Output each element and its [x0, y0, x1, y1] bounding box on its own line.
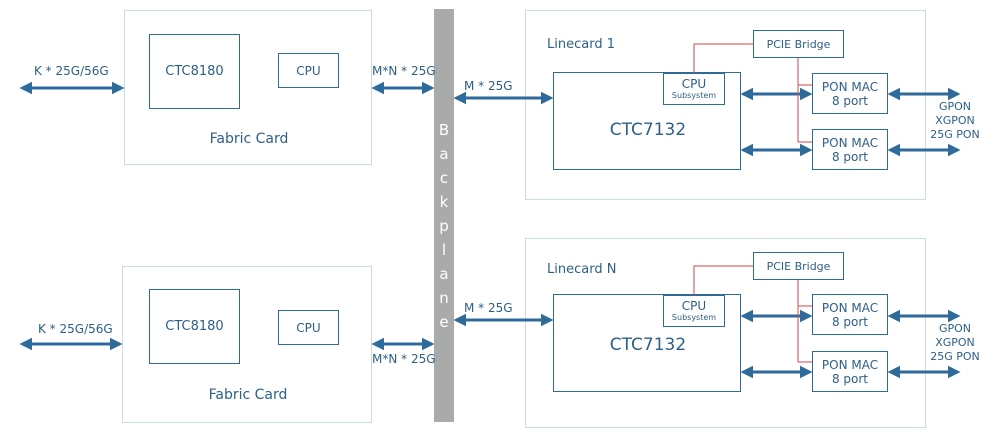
fabric-cpu: CPU — [278, 53, 339, 88]
pon-mac-ports: 8 port — [831, 314, 869, 329]
pon-types: GPON XGPON 25G PON — [924, 100, 986, 142]
backplane-label-char: e — [439, 313, 449, 331]
pon-type: GPON — [938, 322, 972, 335]
pon-type: XGPON — [935, 336, 975, 349]
cpu-subsystem: CPU Subsystem — [663, 295, 725, 327]
fabric-card-1: CTC8180 CPU Fabric Card — [124, 10, 372, 165]
fabric-cpu-label: CPU — [296, 63, 321, 78]
pcie-bridge-label: PCIE Bridge — [766, 259, 831, 273]
pon-mac: PON MAC 8 port — [812, 351, 888, 392]
backplane-label-char: B — [438, 121, 450, 139]
cpu-subsystem-sublabel: Subsystem — [671, 90, 717, 100]
backplane-label-char: c — [439, 169, 449, 187]
backplane-link-label: M*N * 25G — [372, 352, 436, 366]
backplane-label-char: a — [439, 145, 449, 163]
fabric-cpu-label: CPU — [296, 320, 321, 335]
pon-type: XGPON — [935, 114, 975, 127]
fabric-switch-chip: CTC8180 — [149, 289, 240, 364]
linecard-n-chip: CTC7132 — [553, 294, 741, 392]
pon-mac-label: PON MAC — [821, 357, 879, 372]
pcie-line — [693, 43, 753, 73]
backplane: B a c k p l a n e — [434, 9, 454, 422]
backplane-label-char: l — [441, 241, 447, 259]
linecard-chip-label: CTC7132 — [609, 120, 687, 140]
linecard-title: Linecard 1 — [547, 37, 615, 52]
cpu-subsystem-label: CPU — [681, 76, 707, 91]
pcie-bridge: PCIE Bridge — [753, 252, 844, 280]
linecard-1-chip: CTC7132 — [553, 72, 741, 170]
cpu-subsystem-label: CPU — [681, 298, 707, 313]
pon-type: GPON — [938, 100, 972, 113]
pon-mac-label: PON MAC — [821, 79, 879, 94]
pon-mac-ports: 8 port — [831, 93, 869, 108]
fabric-switch-label: CTC8180 — [165, 319, 224, 334]
pcie-bridge: PCIE Bridge — [753, 30, 844, 58]
fabric-card-title: Fabric Card — [208, 387, 288, 403]
cpu-subsystem: CPU Subsystem — [663, 73, 725, 105]
external-link-label: K * 25G/56G — [34, 64, 109, 78]
backplane-label-char: k — [439, 193, 449, 211]
pon-type: 25G PON — [930, 128, 980, 141]
pon-mac-label: PON MAC — [821, 135, 879, 150]
fabric-switch-chip: CTC8180 — [149, 34, 240, 109]
backplane-label-char: p — [439, 217, 449, 235]
pon-types: GPON XGPON 25G PON — [924, 322, 986, 364]
pon-mac-ports: 8 port — [831, 149, 869, 164]
fabric-card-2: CTC8180 CPU Fabric Card — [122, 266, 372, 423]
pon-mac: PON MAC 8 port — [812, 73, 888, 114]
pcie-bridge-label: PCIE Bridge — [766, 37, 831, 51]
backplane-link-label: M*N * 25G — [372, 64, 436, 78]
external-link-label: K * 25G/56G — [38, 322, 113, 336]
fabric-switch-label: CTC8180 — [165, 64, 224, 79]
pon-mac-ports: 8 port — [831, 371, 869, 386]
fabric-card-title: Fabric Card — [209, 131, 289, 147]
linecard-chip-label: CTC7132 — [609, 335, 687, 355]
pon-mac: PON MAC 8 port — [812, 294, 888, 335]
pcie-line — [693, 265, 753, 295]
linecard-title: Linecard N — [547, 262, 617, 277]
pon-type: 25G PON — [930, 350, 980, 363]
fabric-cpu: CPU — [278, 310, 339, 345]
linecard-bp-link-label: M * 25G — [464, 301, 513, 315]
backplane-label-char: a — [439, 265, 449, 283]
pon-mac-label: PON MAC — [821, 300, 879, 315]
linecard-bp-link-label: M * 25G — [464, 79, 513, 93]
backplane-label-char: n — [439, 289, 449, 307]
cpu-subsystem-sublabel: Subsystem — [671, 312, 717, 322]
